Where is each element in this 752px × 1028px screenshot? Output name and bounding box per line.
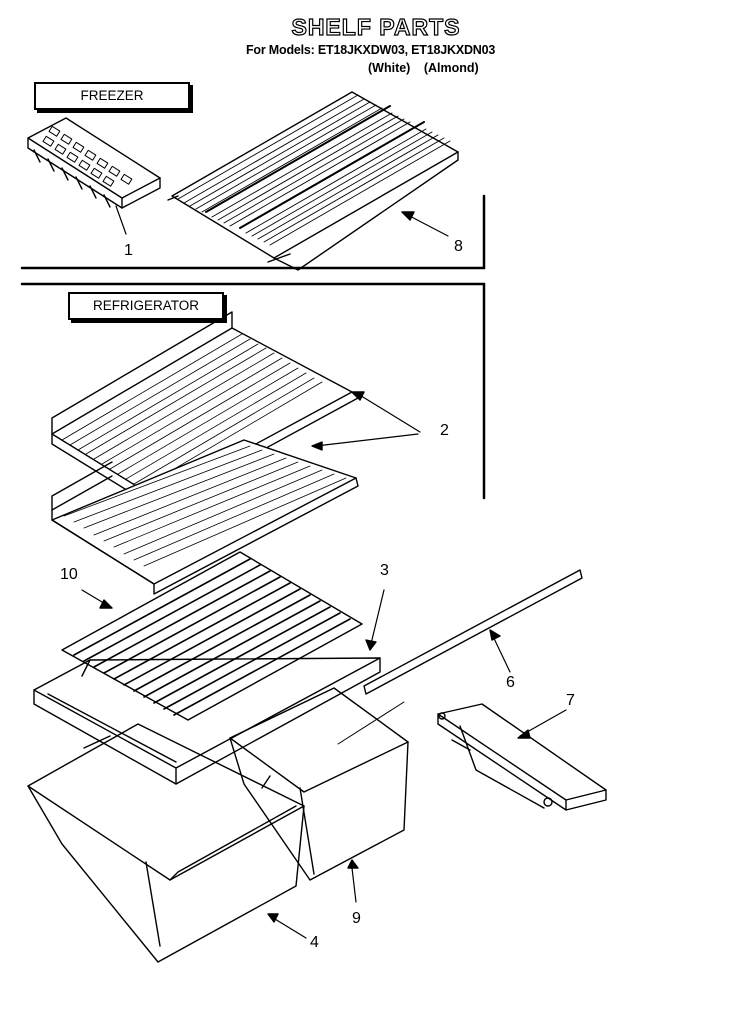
crisper-grille-part-10	[61, 551, 363, 721]
freezer-wire-shelf-part-8	[167, 91, 459, 271]
freezer-section-label: FREEZER	[34, 82, 190, 110]
refrigerator-section-label: REFRIGERATOR	[68, 292, 224, 320]
glass-shelf-lower-part-2	[51, 391, 421, 595]
callout-10: 10	[60, 566, 78, 583]
callout-8: 8	[454, 238, 463, 255]
shelf-bracket-part-7	[437, 703, 607, 811]
callout-6: 6	[506, 674, 515, 691]
variant-almond: (Almond)	[423, 61, 479, 75]
callout-1: 1	[124, 242, 133, 259]
callout-2: 2	[440, 422, 449, 439]
shelf-rail-part-6	[363, 569, 583, 695]
callout-3: 3	[380, 562, 389, 579]
variant-white: (White)	[368, 61, 411, 75]
freezer-section-border	[20, 194, 486, 270]
ice-tray-part-1	[27, 117, 161, 235]
crisper-cover-part-3	[33, 589, 385, 785]
crisper-drawer-left-part-4	[27, 723, 307, 963]
page-title: SHELF PARTS	[291, 13, 461, 40]
callout-7: 7	[566, 692, 575, 709]
callout-4: 4	[310, 934, 319, 951]
variant-labels: (White) (Almond)	[368, 61, 479, 75]
crisper-drawer-right-part-9	[229, 687, 409, 903]
models-line: For Models: ET18JKXDW03, ET18JKXDN03	[246, 43, 496, 57]
callout-9: 9	[352, 910, 361, 927]
refrigerator-section-border	[20, 282, 486, 500]
